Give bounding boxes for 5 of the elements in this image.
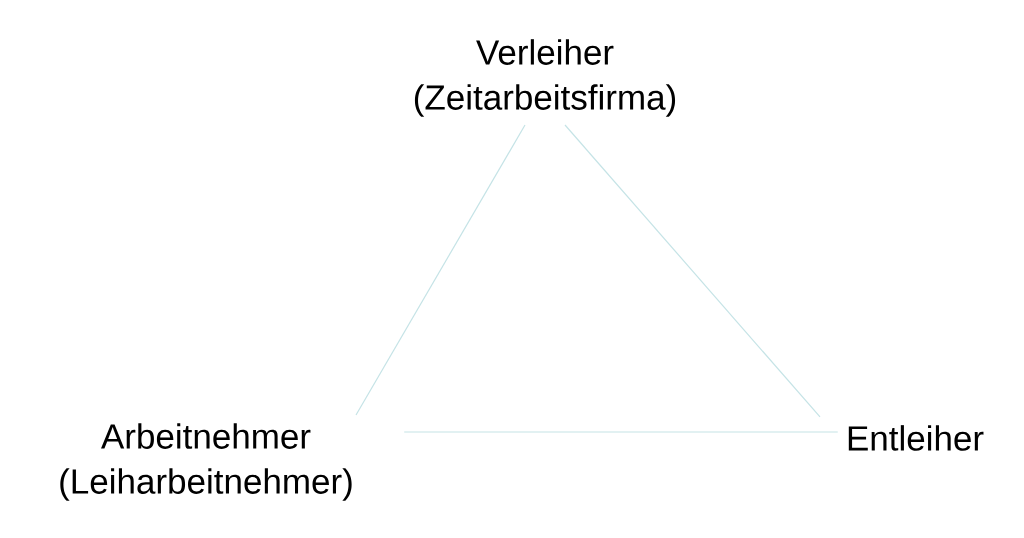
node-label: Arbeitnehmer (Leiharbeitnehmer) bbox=[60, 423, 352, 501]
connector-line bbox=[564, 124, 821, 418]
node-label: Entleiher bbox=[848, 425, 984, 451]
connector-line bbox=[355, 124, 526, 416]
node-label: Verleiher (Zeitarbeitsfirma) bbox=[414, 39, 676, 117]
